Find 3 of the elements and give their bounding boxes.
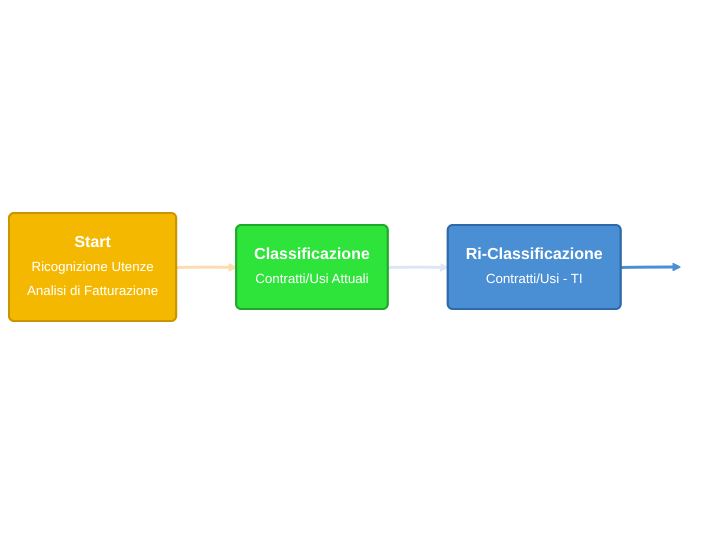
arrow [621,262,682,271]
arrow [388,262,449,272]
arrow [176,262,238,272]
